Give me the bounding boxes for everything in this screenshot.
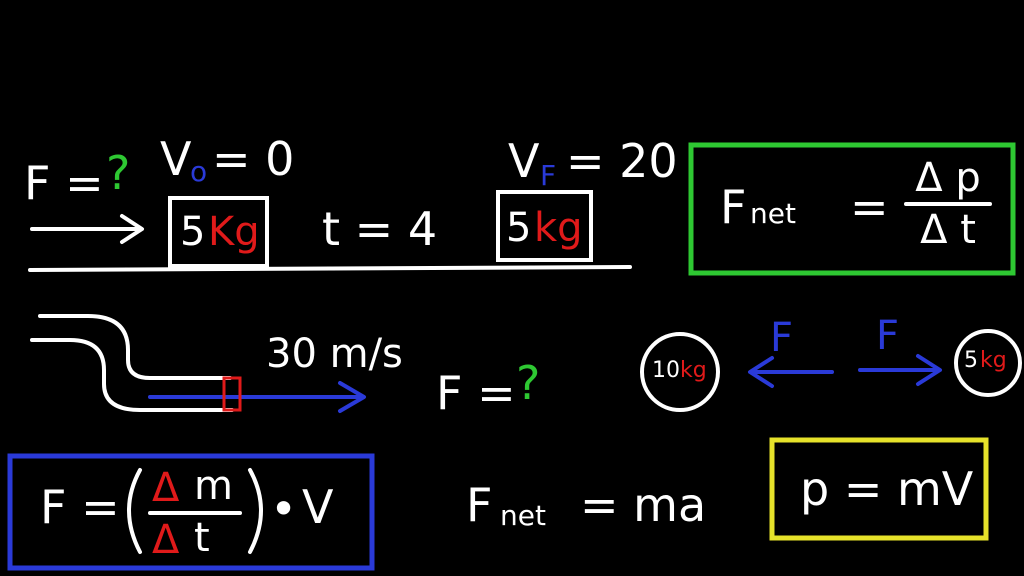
speed-label: 30 m/s	[266, 331, 403, 377]
mass-circle-left	[640, 332, 720, 412]
green-fraction-bar	[904, 202, 992, 206]
block-right	[496, 190, 593, 262]
vf-value: = 20	[566, 134, 678, 188]
multiply-dot: •	[270, 482, 298, 536]
blue-box-border	[7, 453, 375, 571]
force-label-2: F =	[436, 366, 516, 420]
delta-t-var: t	[194, 515, 210, 561]
mass-right-number: 5	[964, 348, 978, 373]
paren-right	[248, 468, 263, 554]
force-unknown: ?	[106, 146, 131, 200]
force-right-label: F	[876, 313, 900, 359]
green-equals: =	[850, 180, 889, 234]
vf-subscript: F	[540, 159, 557, 192]
newton-fnet-main: F	[466, 478, 493, 532]
mass-circle-right	[954, 329, 1022, 397]
velocity-symbol: V	[302, 480, 334, 534]
delta-p-numerator: Δ p	[915, 155, 981, 201]
delta-t-denominator: Δ t	[920, 207, 976, 253]
v0-symbol: V	[160, 132, 192, 186]
force-arrow-left	[748, 356, 834, 388]
time-label: t = 4	[322, 202, 438, 256]
delta-m-delta: Δ	[152, 465, 180, 511]
flow-force-lhs: F =	[40, 480, 120, 534]
delta-m-var: m	[194, 463, 233, 509]
force-unknown-2: ?	[516, 356, 541, 410]
yellow-box-border	[769, 437, 989, 541]
momentum-formula: p = mV	[800, 462, 974, 516]
water-stream-arrow	[148, 381, 366, 413]
block-left-mass-number: 5	[180, 209, 206, 255]
momentum-fraction: Δ p Δ t	[904, 158, 992, 250]
fnet-subscript: net	[750, 197, 796, 230]
v0-subscript: o	[190, 155, 208, 188]
green-box-border	[688, 142, 1016, 276]
newton-fnet-subscript: net	[500, 499, 546, 532]
water-element	[222, 376, 242, 412]
force-label: F =	[24, 156, 104, 210]
force-left-label: F	[770, 315, 794, 361]
mass-right-unit: kg	[980, 348, 1007, 373]
block-left-mass-unit: Kg	[208, 209, 260, 255]
v0-value: = 0	[212, 132, 295, 186]
block-right-mass-number: 5	[506, 205, 532, 251]
mass-left-unit: kg	[680, 358, 707, 383]
block-left	[168, 196, 269, 268]
force-arrow	[30, 214, 144, 244]
mass-left-number: 10	[652, 358, 680, 383]
pipe-top-wall	[38, 314, 232, 380]
ground-line	[28, 265, 632, 272]
pipe-bottom-wall	[30, 338, 234, 412]
block-right-mass-unit: kg	[534, 205, 583, 251]
paren-left	[127, 468, 142, 554]
vf-symbol: V	[508, 134, 540, 188]
newton-rhs: = ma	[580, 478, 707, 532]
fnet-main: F	[720, 180, 747, 234]
force-arrow-right	[858, 354, 942, 386]
delta-t-delta: Δ	[152, 517, 180, 563]
